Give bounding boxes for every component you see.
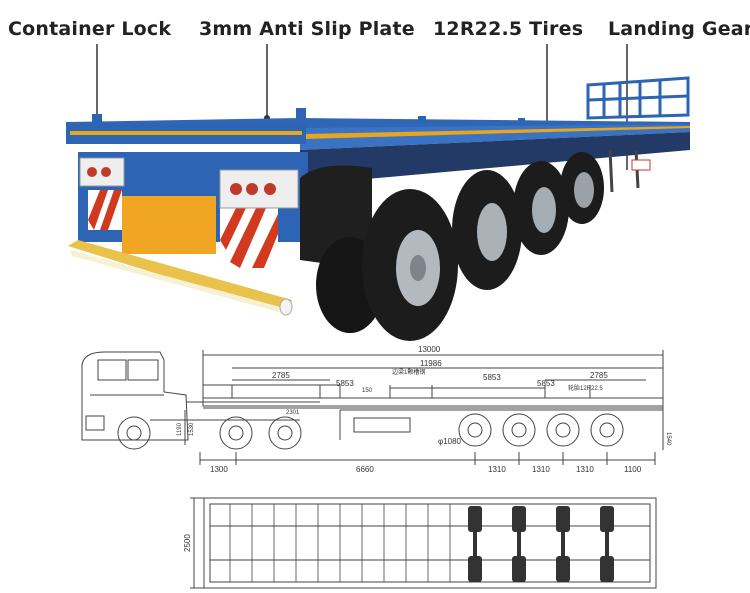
note-tire: 轮胎12R22.5 — [568, 384, 603, 392]
callout-container-lock: Container Lock — [8, 18, 172, 40]
side-view-dimension-labels: 13000 11986 2785 2785 5853 5853 5853 边梁1… — [177, 345, 671, 474]
top-view-axle-assemblies — [468, 506, 614, 582]
dim-deck-height: 1530 — [189, 422, 195, 436]
dim-kingpin-offset: 2301 — [286, 410, 300, 416]
dim-axle-spacing-2: 1310 — [532, 465, 550, 474]
hazard-panel-right — [220, 208, 278, 268]
tail-light-right — [219, 169, 299, 209]
top-view-drawing — [190, 497, 657, 589]
container-lock-icons — [92, 108, 525, 125]
dim-top-width: 2500 — [183, 534, 192, 552]
dim-wheelbase: 6660 — [356, 465, 374, 474]
dim-axle-spacing-1: 1310 — [488, 465, 506, 474]
callout-tires: 12R22.5 Tires — [433, 18, 584, 40]
dim-small-a: 150 — [362, 388, 373, 394]
dim-kingpin-height: 1190 — [177, 422, 183, 436]
dim-span-rear: 5853 — [537, 379, 555, 388]
dim-front-span: 2785 — [272, 371, 290, 380]
rear-bumper-bar — [68, 240, 293, 316]
dim-frame-length: 11986 — [420, 359, 442, 368]
dim-axle-spacing-3: 1310 — [576, 465, 594, 474]
dim-rear-span: 2785 — [590, 371, 608, 380]
hazard-panel-left — [88, 190, 122, 230]
dim-overall-length: 13000 — [418, 345, 441, 354]
rear-railing — [586, 76, 690, 120]
tire-group — [316, 152, 604, 341]
dim-wheel-diameter: φ1080 — [438, 437, 462, 446]
dim-tractor-axle: 1300 — [210, 465, 228, 474]
note-side-beam: 边梁1颗槽钢 — [392, 368, 425, 376]
dim-rear-overhang: 1100 — [624, 465, 642, 474]
tail-light-left — [79, 157, 125, 187]
dim-span-mid: 5853 — [483, 373, 501, 382]
trailer-photo — [66, 76, 690, 341]
side-view-drawing — [81, 350, 664, 465]
dim-span-left: 5853 — [336, 379, 354, 388]
callout-anti-slip-plate: 3mm Anti Slip Plate — [199, 18, 415, 40]
callout-landing-gear: Landing Gear — [608, 18, 750, 40]
dim-total-height: 1540 — [665, 432, 671, 446]
